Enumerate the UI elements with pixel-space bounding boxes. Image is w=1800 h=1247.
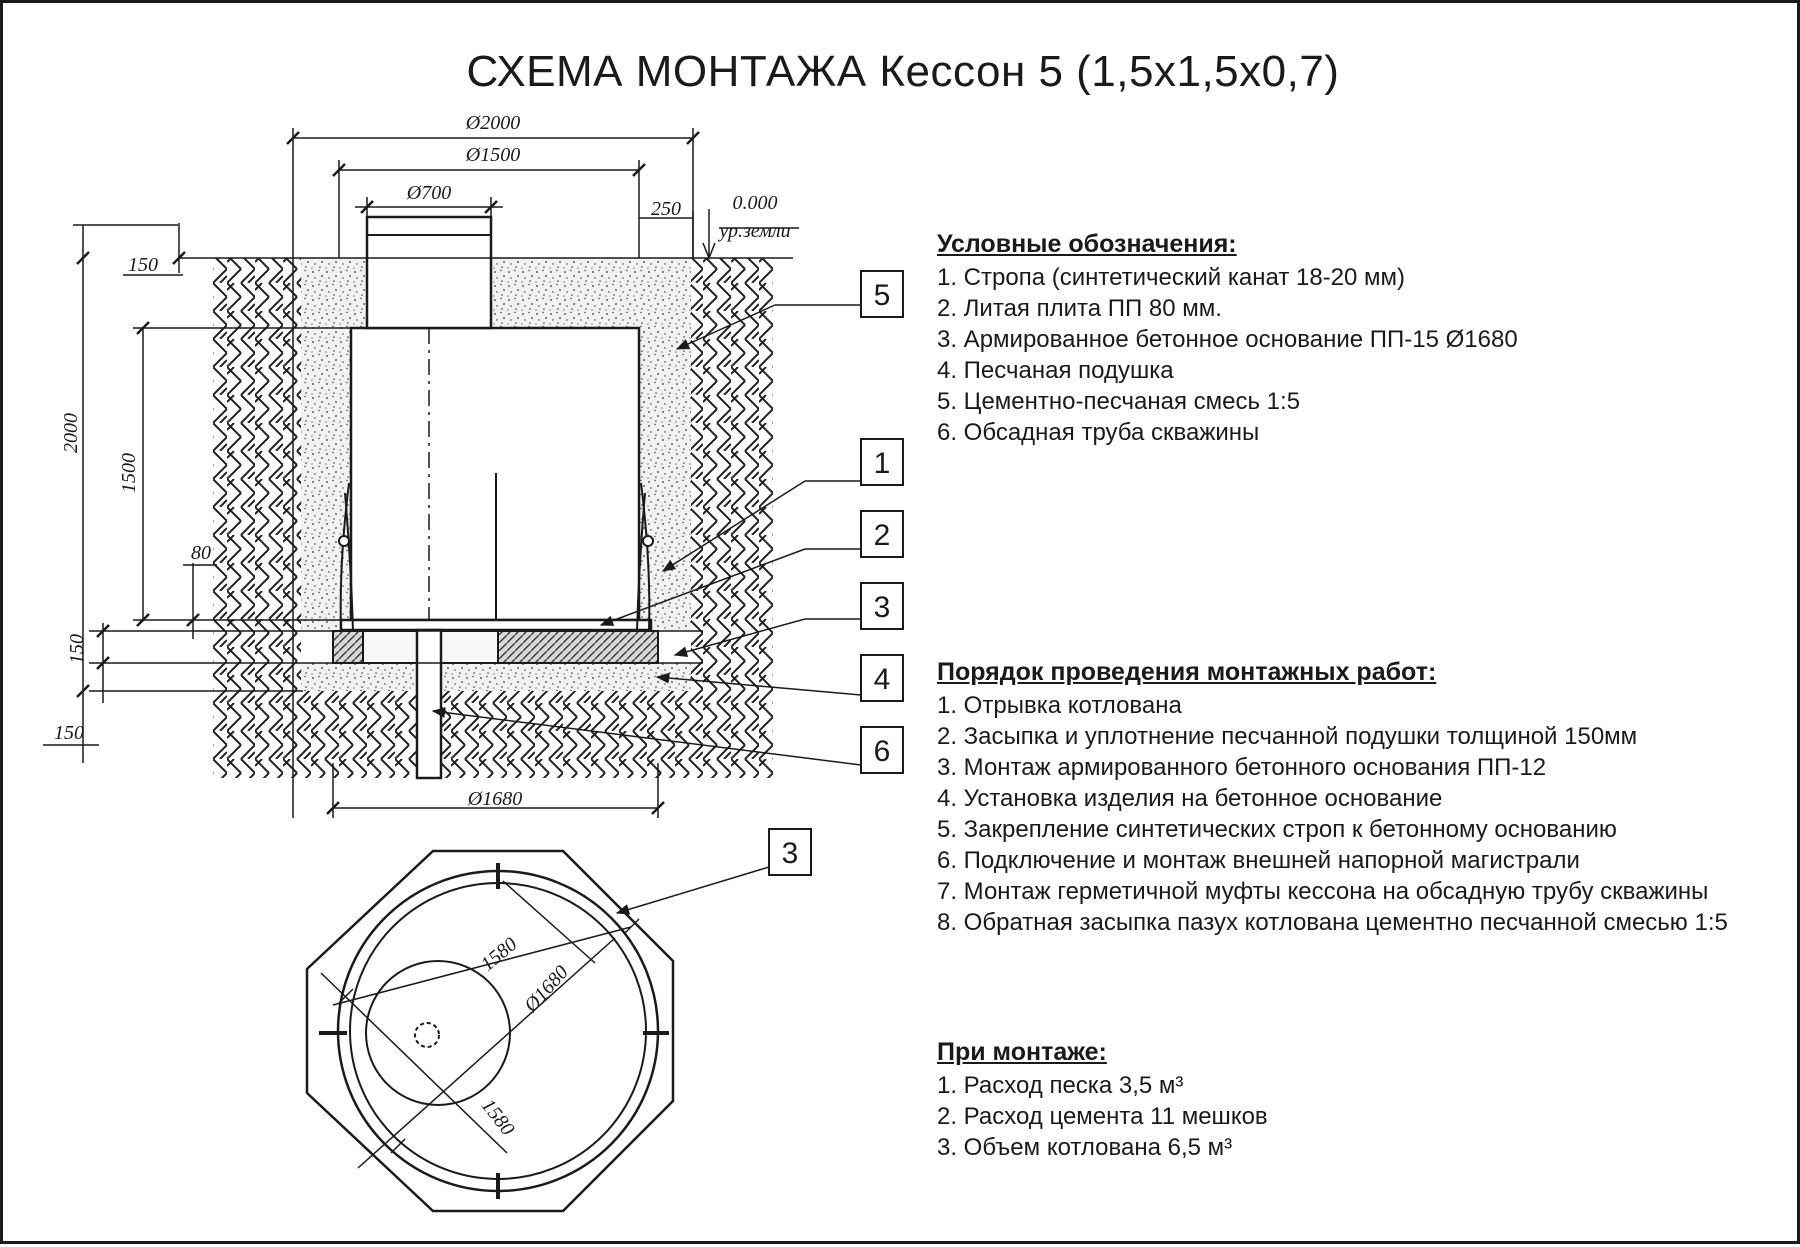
callout-1-label: 1	[874, 447, 891, 480]
procedure-item: 7. Монтаж герметичной муфты кессона на о…	[937, 878, 1709, 905]
dim-diameter-1500: Ø1500	[465, 144, 520, 166]
procedure-item: 4. Установка изделия на бетонное основан…	[937, 785, 1443, 812]
callout-4: 4	[655, 654, 904, 702]
dim-diameter-700: Ø700	[406, 182, 451, 204]
legend-item: 6. Обсадная труба скважины	[937, 419, 1260, 446]
procedure-list: 1. Отрывка котлована 2. Засыпка и уплотн…	[937, 690, 1787, 938]
plan-callout-3-label: 3	[782, 837, 799, 870]
plan-view: 1580 Ø1680 1580	[305, 849, 675, 1213]
mounting-item: 2. Расход цемента 11 мешков	[937, 1103, 1268, 1130]
procedure-item: 8. Обратная засыпка пазух котлована цеме…	[937, 909, 1728, 936]
dim-ground-level-label: ур.земли	[717, 220, 790, 242]
callout-3-label: 3	[874, 591, 891, 624]
legend-item: 4. Песчаная подушка	[937, 357, 1174, 384]
legend-list: 1. Стропа (синтетический канат 18-20 мм)…	[937, 262, 1787, 448]
callout-3: 3	[673, 582, 904, 657]
sand-cushion	[301, 663, 691, 691]
drawing-title: СХЕМА МОНТАЖА Кессон 5 (1,5х1,5х0,7)	[466, 47, 1340, 96]
dimension-lines	[73, 128, 799, 818]
procedure-item: 5. Закрепление синтетических строп к бет…	[937, 816, 1617, 843]
casing-pipe	[415, 628, 443, 780]
dim-diameter-2000: Ø2000	[465, 112, 520, 134]
procedure-item: 6. Подключение и монтаж внешней напорной…	[937, 847, 1580, 874]
mounting-block: При монтаже: 1. Расход песка 3,5 м³ 2. Р…	[937, 1037, 1787, 1163]
level-lines	[89, 257, 793, 692]
callout-6: 6	[431, 707, 904, 774]
dim-height-150-mid: 150	[66, 634, 88, 664]
mounting-item: 3. Объем котлована 6,5 м³	[937, 1134, 1233, 1161]
concrete-base	[332, 630, 659, 664]
legend-block: Условные обозначения: 1. Стропа (синтети…	[937, 229, 1787, 448]
legend-heading: Условные обозначения:	[937, 230, 1237, 258]
caisson-neck	[365, 215, 493, 330]
callout-5-label: 5	[874, 279, 891, 312]
dim-height-150-bottom: 150	[54, 722, 84, 744]
legend-item: 3. Армированное бетонное основание ПП-15…	[937, 326, 1518, 353]
legend-item: 2. Литая плита ПП 80 мм.	[937, 295, 1222, 322]
installation-diagram: Ø2000 Ø1500 Ø700 250 0.000 ур.земли 150 …	[43, 112, 904, 1213]
procedure-item: 2. Засыпка и уплотнение песчанной подушк…	[937, 723, 1638, 750]
callout-4-label: 4	[874, 663, 891, 696]
legend-item: 5. Цементно-песчаная смесь 1:5	[937, 388, 1301, 415]
sling-ropes	[338, 482, 654, 632]
dim-height-2000: 2000	[60, 413, 82, 453]
procedure-heading: Порядок проведения монтажных работ:	[937, 658, 1437, 686]
dim-offset-250: 250	[651, 198, 681, 220]
dim-height-1500: 1500	[118, 453, 140, 493]
plan-callout-3: 3	[615, 828, 812, 915]
procedure-item: 3. Монтаж армированного бетонного основа…	[937, 754, 1547, 781]
callout-2: 2	[599, 510, 904, 626]
procedure-block: Порядок проведения монтажных работ: 1. О…	[937, 657, 1787, 938]
callout-6-label: 6	[874, 735, 891, 768]
procedure-item: 1. Отрывка котлована	[937, 692, 1182, 719]
callout-1: 1	[661, 438, 904, 572]
mounting-list: 1. Расход песка 3,5 м³ 2. Расход цемента…	[937, 1070, 1787, 1163]
legend-item: 1. Стропа (синтетический канат 18-20 мм)	[937, 264, 1406, 291]
mounting-item: 1. Расход песка 3,5 м³	[937, 1072, 1184, 1099]
callout-5: 5	[675, 270, 904, 350]
mounting-heading: При монтаже:	[937, 1038, 1107, 1066]
dim-height-80: 80	[191, 542, 211, 564]
dimension-ticks	[76, 131, 700, 815]
dim-diameter-1680: Ø1680	[467, 788, 522, 810]
dim-level-value: 0.000	[733, 192, 778, 214]
callout-2-label: 2	[874, 519, 891, 552]
dim-height-150-top: 150	[128, 254, 158, 276]
cast-plate	[339, 618, 653, 632]
